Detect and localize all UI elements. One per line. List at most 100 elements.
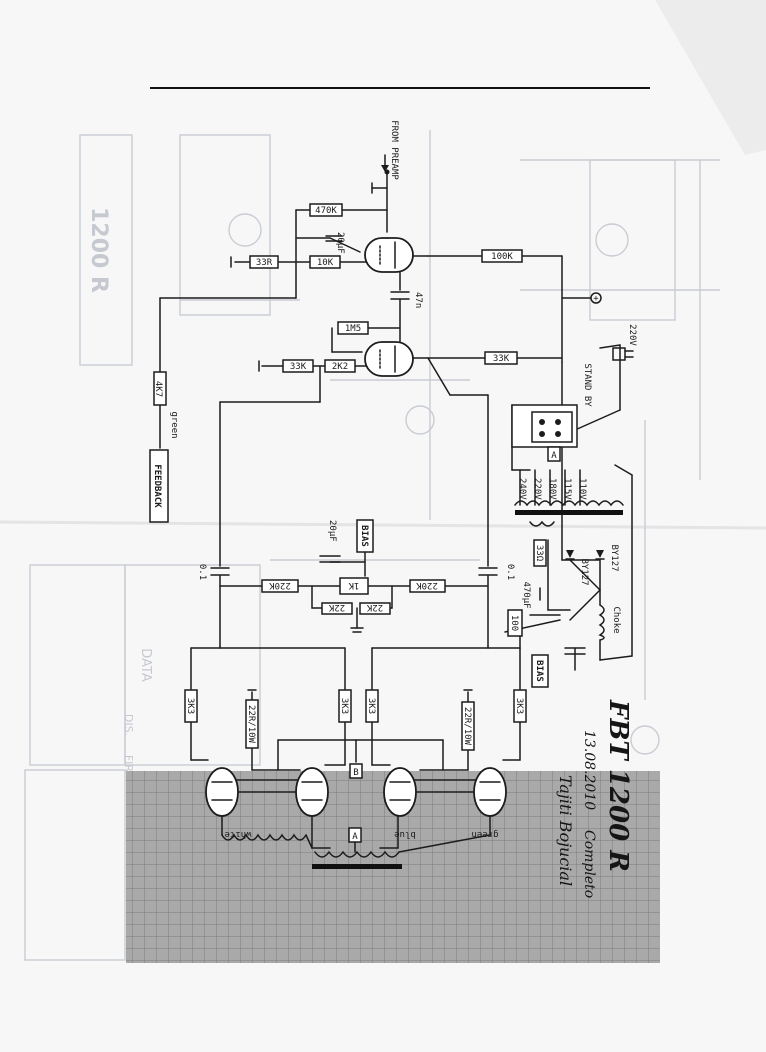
label-pot-1k: 1K: [348, 580, 359, 590]
label-tap-2: 220V: [532, 478, 542, 500]
label-20uf-b: 20µF: [327, 520, 337, 542]
resistor-22k-b: [359, 602, 391, 615]
resistor-3k3-1: [184, 689, 198, 723]
label-diode-2: BY127: [609, 544, 619, 571]
label-plus: +: [593, 294, 599, 304]
label-20uf-a: 20µF: [335, 232, 345, 254]
tube-preamp-2: [364, 341, 414, 377]
output-transformer: A: [221, 827, 491, 869]
label-box-a1: A: [352, 832, 358, 842]
output-tube-1: [205, 767, 239, 817]
label-ps-c1: 470µF: [521, 581, 531, 608]
label-47n: 47n: [413, 292, 423, 308]
label-input: FROM PREAMP: [389, 120, 399, 180]
bias-box-top: [356, 519, 374, 553]
standby-switch: A: [511, 404, 578, 462]
label-feedback: FEEDBACK: [152, 464, 162, 508]
label-1m5: 1M5: [345, 324, 361, 334]
label-33k-a: 33K: [290, 362, 307, 372]
ghost-bleed: 1200 R DATA DIS. FIR.: [24, 130, 720, 961]
page-title: FBT 1200 R: [603, 699, 633, 872]
resistor-4k7: [153, 371, 167, 406]
label-tap-4: 115V: [562, 478, 572, 500]
label-10k: 10K: [317, 258, 334, 268]
label-01-a: 0.1: [197, 564, 207, 580]
label-box-a2: A: [551, 451, 557, 461]
label-3k3-1: 3K3: [185, 698, 195, 714]
label-33k-b: 33K: [493, 354, 510, 364]
label-ps-1: 33Ω: [534, 545, 544, 562]
choke: [598, 604, 605, 641]
resistor-3k3-4: [513, 689, 527, 723]
label-tap-5: 110V: [577, 478, 587, 500]
resistor-ps-2: [507, 609, 523, 637]
label-220k-b: 220K: [416, 580, 438, 590]
label-choke: Choke: [611, 606, 621, 633]
resistor-3k3-3: [365, 689, 379, 723]
label-tap-1: 240V: [517, 478, 527, 500]
label-mains: 220V: [627, 324, 637, 346]
label-box-b: B: [353, 768, 358, 778]
feedback-box: [149, 449, 169, 523]
transformer-core: [312, 864, 402, 869]
tube-preamp-1: [364, 237, 414, 273]
power-transformer-core: [515, 510, 623, 515]
label-wire-blue: blue: [394, 829, 416, 839]
resistor-220k-b: [409, 579, 446, 593]
resistor-ps-1: [533, 539, 547, 567]
mains-plug-icon: [612, 347, 634, 361]
bias-box-right: [531, 654, 549, 688]
ghost-model-text: 1200 R: [86, 207, 111, 293]
label-220k-a: 220K: [269, 580, 291, 590]
resistor-22r-a: [245, 699, 259, 749]
resistor-100k: [481, 249, 523, 263]
label-22k-a: 22K: [328, 602, 345, 612]
resistor-1m5: [337, 321, 369, 335]
capacitor-20uf-a: 20µF: [325, 232, 345, 254]
note-date: 13.08.2010: [581, 730, 597, 810]
label-22r-a: 22R/10W: [246, 705, 256, 744]
label-3k3-4: 3K3: [514, 698, 524, 714]
box-mark-b: [349, 763, 363, 779]
label-bias-top: BIAS: [359, 525, 369, 547]
output-tubes: [205, 767, 507, 817]
rectifier-diodes: [565, 550, 605, 560]
label-tap-3: 180V: [547, 478, 557, 500]
output-tube-4: [473, 767, 507, 817]
page-fold: [0, 520, 766, 530]
power-transformer: [514, 469, 624, 527]
label-bias-right: BIAS: [534, 660, 544, 682]
output-tube-2: [295, 767, 329, 817]
resistor-220k-a: [261, 579, 299, 593]
label-470k: 470K: [315, 206, 337, 216]
resistor-3k3-2: [338, 689, 352, 723]
resistor-33r: [249, 255, 279, 269]
ghost-fir-text: FIR.: [122, 755, 135, 775]
label-standby: STAND BY: [582, 363, 592, 407]
potentiometer-1k: [339, 577, 369, 595]
page-corner-shadow: [655, 0, 766, 155]
label-diode-1: BY127: [579, 558, 589, 585]
resistor-33k-a: [282, 359, 314, 373]
note-signature: Tajiti Bojucial: [556, 775, 575, 886]
resistor-2k2: [324, 359, 356, 373]
ghost-dis-text: DIS.: [122, 714, 135, 736]
label-3k3-3: 3K3: [366, 698, 376, 714]
label-2k2: 2K2: [332, 362, 348, 372]
output-tube-3: [383, 767, 417, 817]
label-wire-white: white: [224, 829, 251, 839]
resistor-33k-b: [484, 351, 518, 365]
label-01-b: 0.1: [505, 564, 515, 580]
label-22k-b: 22K: [366, 602, 383, 612]
note-word: Completo: [581, 830, 597, 898]
label-3k3-2: 3K3: [339, 698, 349, 714]
input-arrow-icon: [381, 154, 390, 175]
label-4k7: 4K7: [153, 381, 163, 397]
label-33r: 33R: [256, 258, 273, 268]
b-plus-terminal: [590, 292, 602, 304]
resistor-470k: [309, 203, 343, 217]
label-100k: 100K: [491, 252, 513, 262]
ghost-title-text: DATA: [138, 648, 153, 682]
label-feedback-wire: green: [169, 411, 179, 438]
